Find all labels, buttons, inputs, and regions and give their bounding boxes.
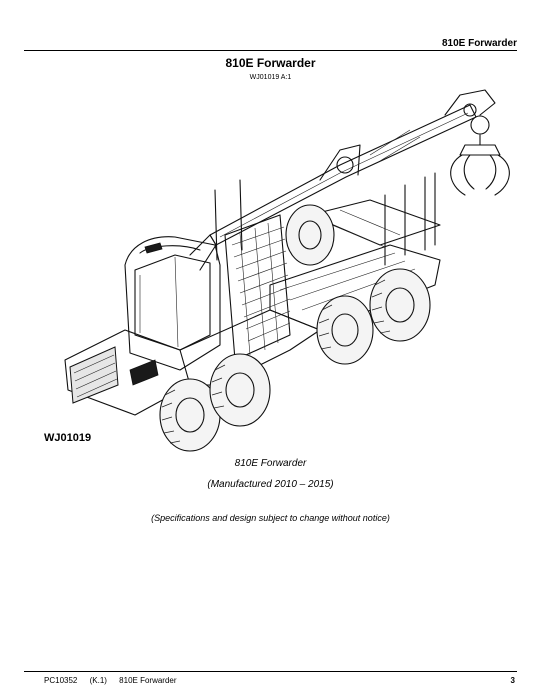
cab — [124, 236, 221, 371]
footer-revision: (K.1) — [89, 676, 107, 685]
rear-tires — [285, 204, 431, 365]
footer-left: PC10352 (K.1) 810E Forwarder — [44, 676, 187, 685]
illustration-id-label: WJ01019 — [44, 432, 92, 444]
caption-model: 810E Forwarder — [234, 458, 307, 469]
page-header-title: 810E Forwarder — [441, 38, 517, 49]
grapple — [450, 115, 510, 196]
crane-boom — [189, 89, 496, 271]
caption-manufactured: (Manufactured 2010 – 2015) — [207, 479, 334, 490]
footer-title: 810E Forwarder — [119, 676, 177, 685]
footer-doc-code: PC10352 — [44, 676, 78, 685]
figure-reference: WJ01019 A:1 — [249, 74, 292, 81]
header-rule — [24, 50, 517, 51]
footer-page-number: 3 — [510, 676, 515, 685]
footer-rule — [24, 671, 517, 672]
forwarder-illustration — [64, 89, 510, 452]
bunk-stakes — [214, 172, 441, 266]
page-title: 810E Forwarder — [225, 56, 316, 70]
headboard — [224, 214, 291, 361]
front-tires — [159, 353, 271, 452]
caption-notice: (Specifications and design subject to ch… — [151, 513, 390, 523]
